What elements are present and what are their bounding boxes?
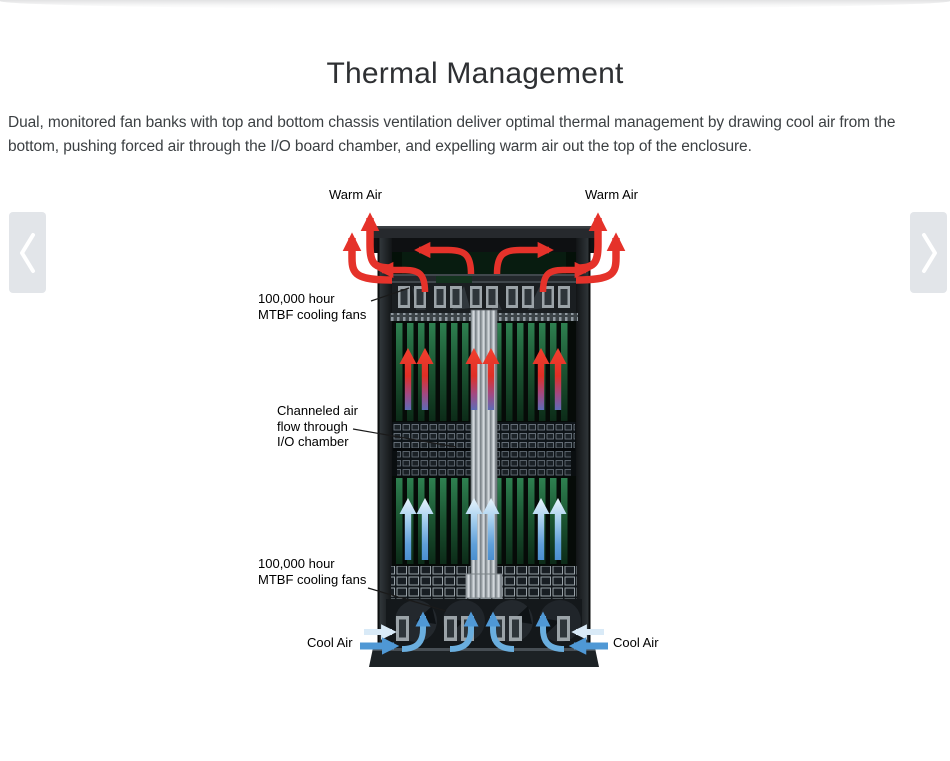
label-line: MTBF cooling fans bbox=[258, 306, 367, 322]
label-bottom-cooling-fans: 100,000 hour MTBF cooling fans bbox=[258, 556, 366, 587]
chevron-right-icon bbox=[921, 232, 937, 273]
bottom-fan-bank bbox=[386, 599, 582, 648]
chevron-left-icon bbox=[19, 232, 35, 273]
chassis-illustration bbox=[342, 212, 626, 667]
label-line: flow through bbox=[277, 418, 348, 434]
page-description: Dual, monitored fan banks with top and b… bbox=[8, 114, 896, 155]
label-warm-air-left: Warm Air bbox=[329, 187, 382, 202]
label-cool-air-left: Cool Air bbox=[307, 635, 353, 650]
warm-air-exhaust-arrows bbox=[342, 212, 626, 293]
chassis-top-cap bbox=[367, 226, 601, 284]
thermal-diagram: Warm Air Warm Air 100,000 hour MTBF cool… bbox=[240, 180, 720, 680]
label-line: 100,000 hour bbox=[258, 556, 335, 571]
page-title: Thermal Management bbox=[326, 57, 624, 90]
label-line: I/O chamber bbox=[277, 434, 349, 449]
top-shadow bbox=[0, 0, 950, 9]
label-line: MTBF cooling fans bbox=[258, 571, 367, 587]
chassis-bottom-rim bbox=[369, 648, 599, 667]
carousel-next-button[interactable] bbox=[910, 212, 947, 293]
label-line: 100,000 hour bbox=[258, 291, 335, 306]
label-channeled-airflow: Channeled air flow through I/O chamber bbox=[277, 403, 358, 450]
label-line: Channeled air bbox=[277, 403, 358, 418]
cool-air-intake-arrows bbox=[360, 611, 608, 655]
carousel-prev-button[interactable] bbox=[9, 212, 46, 293]
label-cool-air-right: Cool Air bbox=[613, 635, 659, 650]
label-warm-air-right: Warm Air bbox=[585, 187, 638, 202]
label-top-cooling-fans: 100,000 hour MTBF cooling fans bbox=[258, 291, 366, 322]
leader-lines bbox=[352, 287, 457, 612]
